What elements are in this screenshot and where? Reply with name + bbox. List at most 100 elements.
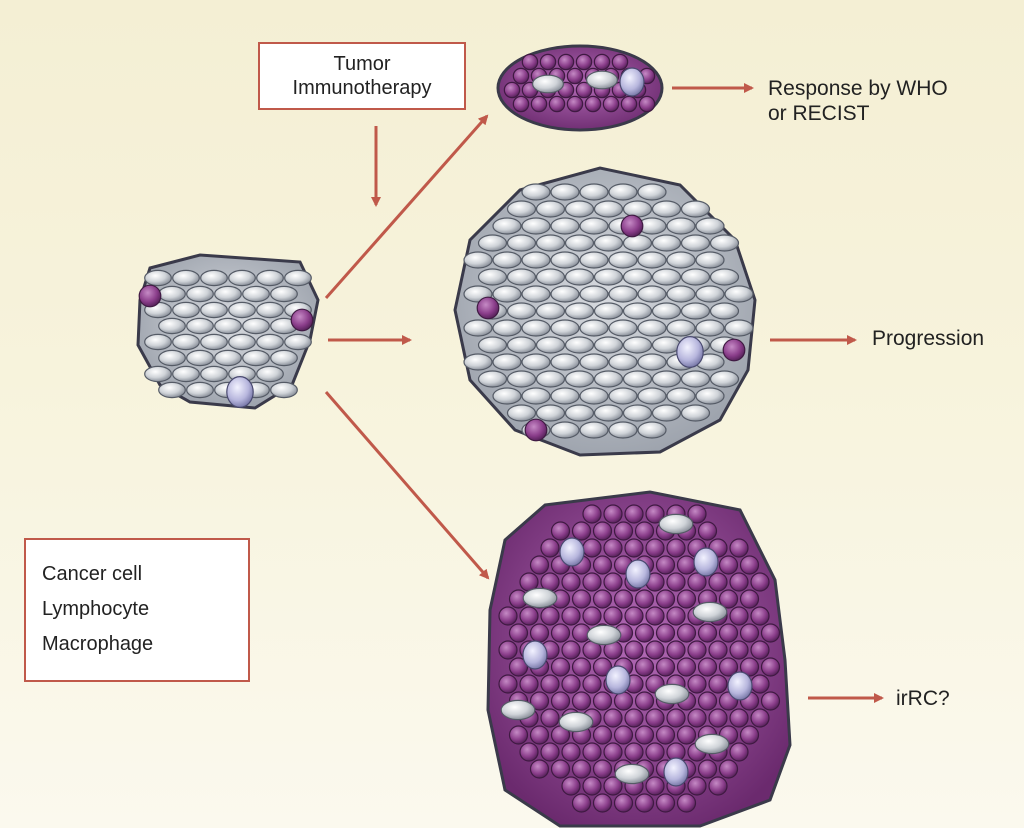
lymphocyte [624, 504, 644, 524]
lymphocyte [655, 725, 676, 745]
cancer-cell [521, 319, 551, 337]
cancer-cell [144, 333, 172, 351]
cancer-cell [680, 404, 711, 422]
cancer-cell [608, 251, 638, 269]
tumor-initial [136, 253, 320, 410]
cancer-cell [637, 251, 667, 269]
lymphocyte [750, 572, 770, 592]
lymphocyte [584, 95, 602, 113]
lymphocyte [592, 793, 613, 813]
cancer-cell [535, 234, 566, 252]
lymphocyte [582, 742, 602, 762]
cancer-cell [637, 353, 667, 371]
cancer-cell [463, 251, 493, 269]
cancer-cell [579, 251, 609, 269]
cancer-cell [564, 234, 595, 252]
cancer-cell [579, 353, 609, 371]
cancer-cell [214, 317, 242, 335]
lymphocyte [550, 521, 571, 541]
lymphocyte [575, 53, 593, 71]
cancer-cell [564, 404, 595, 422]
lymphocyte [550, 691, 571, 711]
cancer-cell [186, 285, 214, 303]
lymphocyte [529, 725, 550, 745]
lymphocyte [603, 504, 623, 524]
cancer-cell [550, 183, 580, 201]
cancer-cell [172, 301, 200, 319]
lymphocyte [592, 725, 613, 745]
cancer-cell [506, 268, 537, 286]
macrophage [619, 67, 645, 97]
lymphocyte [760, 657, 781, 677]
lymphocyte [718, 623, 739, 643]
lymphocyte [645, 742, 665, 762]
cancer-cell [200, 269, 228, 287]
cancer-cell [579, 421, 609, 439]
lymphocyte [603, 572, 623, 592]
lymphocyte [718, 759, 739, 779]
cancer-cell [158, 349, 186, 367]
lymphocyte [718, 555, 739, 575]
cancer-cell [214, 285, 242, 303]
irrc-label: irRC? [896, 687, 950, 710]
cancer-cell [521, 183, 551, 201]
legend-cancer-cell-label: Cancer cell [42, 563, 143, 585]
lymphocyte [512, 95, 530, 113]
lymphocyte [676, 623, 697, 643]
lymphocyte [708, 572, 728, 592]
lymphocyte [708, 776, 728, 796]
legend: Cancer cell Lymphocyte Macrophage [24, 538, 250, 682]
cancer-cell [724, 285, 754, 303]
cancer-cell [531, 74, 564, 94]
lymphocyte [718, 657, 739, 677]
cancer-cell [637, 319, 667, 337]
macrophage [226, 376, 254, 409]
cancer-cell [521, 285, 551, 303]
cancer-cell [550, 251, 580, 269]
cancer-cell [535, 200, 566, 218]
macrophage [663, 757, 689, 787]
lymphocyte [561, 742, 581, 762]
cancer-cell [680, 268, 711, 286]
legend-lymphocyte-label: Lymphocyte [42, 598, 150, 620]
lymphocyte [718, 589, 739, 609]
legend-macrophage-label: Macrophage [42, 633, 154, 655]
lymphocyte [687, 776, 707, 796]
lymphocyte [729, 708, 749, 728]
cancer-cell [608, 319, 638, 337]
macrophage [522, 640, 548, 670]
cancer-cell [521, 217, 551, 235]
lymphocyte [729, 742, 749, 762]
lymphocyte [666, 606, 686, 626]
lymphocyte [634, 691, 655, 711]
cancer-cell [593, 302, 624, 320]
cancer-cell [270, 349, 298, 367]
cancer-cell [579, 217, 609, 235]
lymphocyte [676, 657, 697, 677]
lymphocyte [519, 742, 539, 762]
cancer-cell [506, 302, 537, 320]
lymphocyte [498, 640, 518, 660]
lymphocyte [592, 555, 613, 575]
lymphocyte [582, 776, 602, 796]
cancer-cell [651, 200, 682, 218]
response-label-line2: or RECIST [768, 102, 870, 125]
lymphocyte [687, 504, 707, 524]
lymphocyte [697, 759, 718, 779]
cancer-cell [256, 269, 284, 287]
lymphocyte [540, 606, 560, 626]
lymphocyte [512, 67, 530, 85]
cancer-cell [608, 421, 638, 439]
cancer-cell [593, 200, 624, 218]
cancer-cell [550, 387, 580, 405]
cancer-cell [593, 268, 624, 286]
lymphocyte [729, 538, 749, 558]
cancer-cell [270, 381, 298, 399]
cancer-cell [666, 251, 696, 269]
cancer-cell [608, 387, 638, 405]
lymphocyte [634, 793, 655, 813]
cancer-cell [158, 381, 186, 399]
lymphocyte [508, 657, 529, 677]
cancer-cell [666, 217, 696, 235]
lymphocyte [529, 691, 550, 711]
